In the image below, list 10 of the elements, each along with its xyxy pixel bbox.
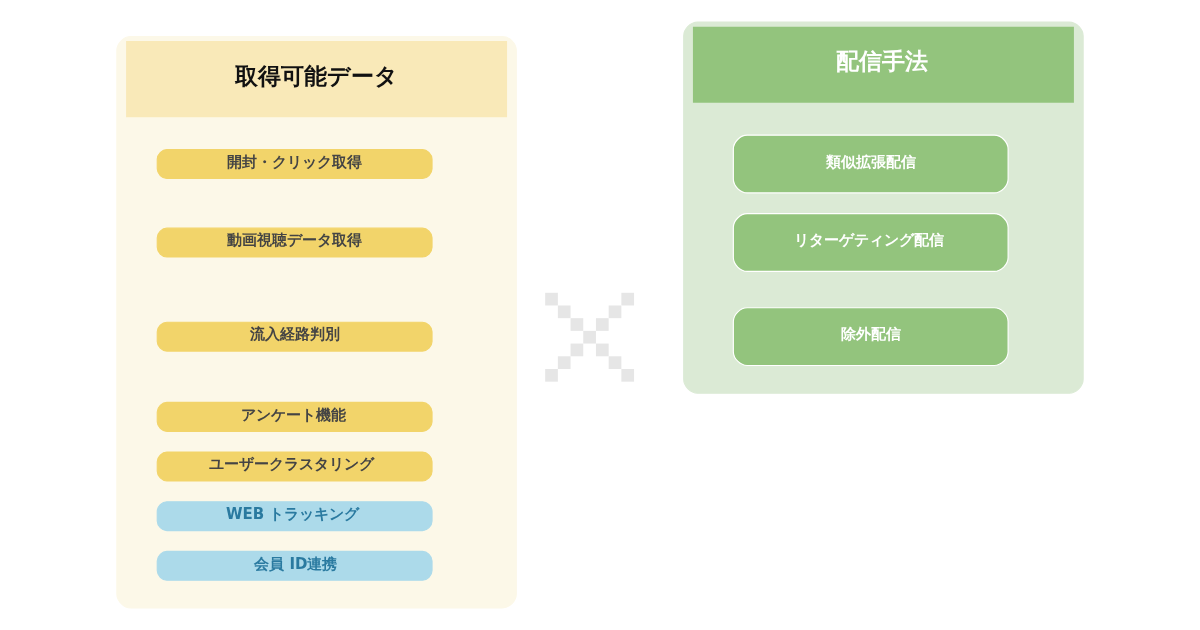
- node-box: リターゲティング配信: [732, 213, 1009, 272]
- node-box: 類似拡張配信: [732, 134, 1009, 194]
- node-box: 開封・クリック取得: [156, 149, 433, 180]
- node-box: 流入経路判別: [156, 321, 433, 352]
- node-box: 会員 ID連携: [156, 550, 433, 581]
- node-box: ユーザークラスタリング: [156, 451, 433, 482]
- node-box: 動画視聴データ取得: [156, 227, 433, 258]
- node-box: WEB トラッキング: [156, 501, 433, 532]
- node-box: 除外配信: [732, 307, 1009, 367]
- node-box: アンケート機能: [156, 401, 433, 432]
